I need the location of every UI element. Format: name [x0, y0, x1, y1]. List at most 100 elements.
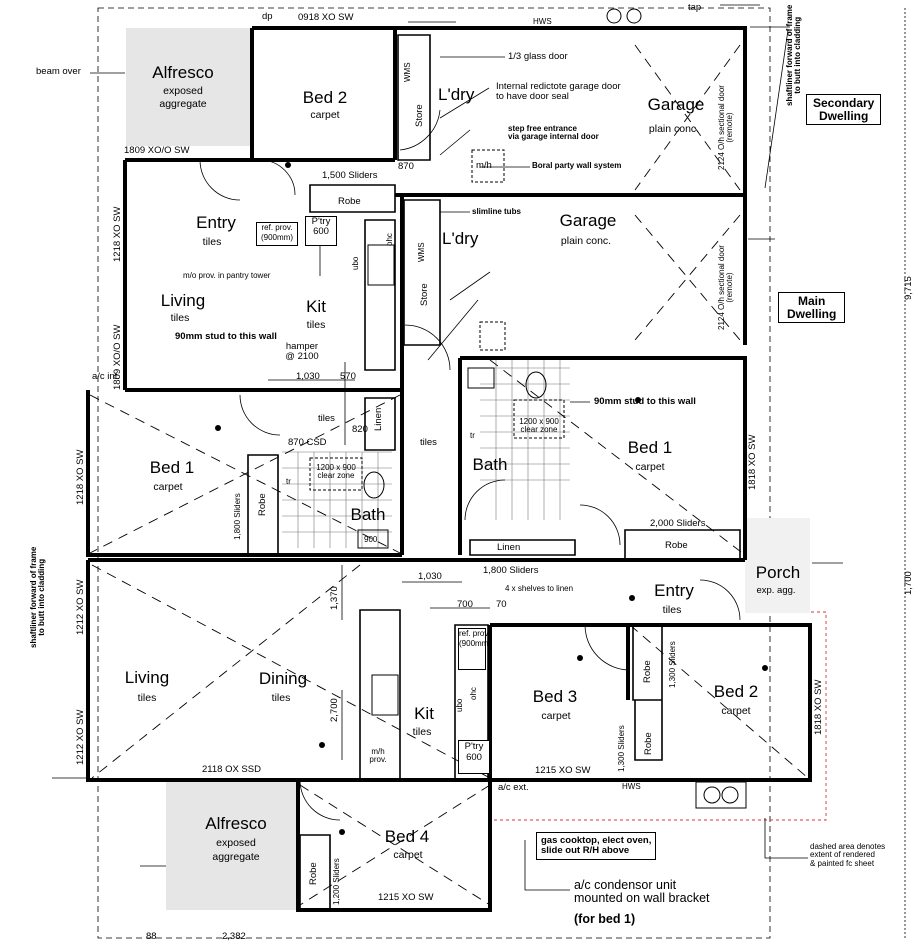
stud-note-b: 90mm stud to this wall: [594, 396, 696, 407]
porch-hatch: [745, 518, 810, 613]
dim-1818b: 1818 XO SW: [813, 679, 824, 735]
main-garage-floor: plain conc.: [560, 235, 612, 247]
secondary-alfresco-hatch: [126, 28, 252, 146]
secondary-bed1-label: Bed 1: [149, 458, 195, 477]
condensor-note: a/c condensor unit mounted on wall brack…: [574, 878, 710, 906]
secondary-ldry-label: L'dry: [438, 85, 475, 104]
dim-70: 70: [496, 599, 507, 610]
hws-icon: [721, 786, 739, 804]
stud-note-a: 90mm stud to this wall: [175, 331, 277, 342]
hamper-note: hamper @ 2100: [285, 341, 319, 362]
light-icon: [319, 742, 325, 748]
door-swing: [584, 624, 631, 671]
secondary-upper-walls: [123, 26, 747, 390]
hws-icon: [606, 8, 622, 24]
secondary-tiles: tiles: [318, 413, 335, 424]
dashed-note: dashed area denotes extent of rendered &…: [810, 842, 886, 868]
leader-line: [439, 87, 490, 119]
main-living-label: Living: [124, 668, 170, 687]
door-swing: [404, 324, 451, 371]
dim-2000: 2,000 Sliders: [650, 518, 706, 529]
main-entry-floor: tiles: [662, 604, 682, 616]
secondary-tr: tr: [286, 477, 291, 486]
secondary-alfresco-label: Alfresco: [152, 63, 214, 82]
main-ohc: ohc: [469, 687, 478, 700]
tubs-icon: [695, 781, 747, 809]
dim-2118: 2118 OX SSD: [202, 764, 261, 775]
secondary-kitchen-bench: [364, 219, 396, 371]
basin-icon: [467, 367, 495, 389]
light-icon: [577, 655, 583, 661]
robe-bed4: [299, 834, 331, 911]
main-robe4: Robe: [643, 732, 654, 755]
dim-9715: 9,715: [903, 276, 914, 300]
main-entry-label: Entry: [654, 581, 694, 600]
secondary-bed1-floor: carpet: [153, 481, 183, 493]
secondary-kit-label: Kit: [306, 297, 326, 316]
main-alfresco-sub1: exposed: [216, 837, 256, 849]
main-bed1-walls: [458, 356, 747, 560]
secondary-kit-floor: tiles: [306, 319, 326, 331]
secondary-robe1: Robe: [257, 493, 268, 516]
door-swing: [199, 159, 241, 201]
living-cross: [91, 564, 491, 779]
dim-1218b: 1218 XO SW: [75, 449, 86, 505]
main-alfresco-sub2: aggregate: [212, 851, 260, 863]
shaftliner-note-a: shaftliner forward of frame to butt into…: [785, 4, 803, 106]
manhole-icon: [471, 149, 505, 183]
dim-870: 870: [398, 161, 414, 172]
light-icon: [635, 397, 641, 403]
dim-1215a: 1215 XO SW: [535, 765, 591, 776]
secondary-alfresco-sub1: exposed: [163, 85, 203, 97]
dim-1212a: 1212 XO SW: [75, 579, 86, 635]
secondary-bath-tiles: [282, 451, 392, 548]
toilet-icon: [525, 371, 547, 399]
dim-2700: 2,700: [329, 698, 340, 722]
secondary-wm: WMS: [403, 62, 412, 82]
main-bed4-label: Bed 4: [384, 827, 430, 846]
shelves-note: 4 x shelves to linen: [505, 584, 574, 593]
secondary-ohc: ohc: [385, 233, 394, 246]
secondary-alfresco-sub2: aggregate: [159, 98, 207, 110]
robe-bed1-secondary: [247, 454, 279, 556]
dim-1200: 1,200 Sliders: [332, 858, 341, 905]
main-alfresco-label: Alfresco: [205, 814, 267, 833]
main-robe: Robe: [665, 540, 688, 551]
dim-1818a: 1818 XO SW: [747, 434, 758, 490]
secondary-refprov: ref. prov. (900mm): [256, 222, 298, 246]
leader-line: [764, 818, 808, 859]
dim-1300a: 1,300 Sliders: [668, 641, 677, 688]
hws-icon: [703, 786, 721, 804]
leader-line: [439, 129, 471, 156]
main-porch-label: Porch: [755, 563, 801, 582]
light-icon: [762, 665, 768, 671]
secondary-bed2-label: Bed 2: [302, 88, 348, 107]
main-dwelling-tag: Main Dwelling: [778, 292, 846, 324]
render-extent: [489, 611, 827, 821]
main-bath-label: Bath: [472, 455, 508, 474]
robe-secondary: [309, 184, 396, 213]
main-living-floor: tiles: [137, 692, 157, 704]
dim-1370: 1,370: [329, 586, 340, 610]
secondary-living-label: Living: [160, 291, 206, 310]
secondary-robe2: Robe: [338, 196, 361, 207]
robe-main: [624, 529, 741, 561]
light-icon: [629, 595, 635, 601]
cooktop-icon: [371, 674, 399, 716]
dim-570: 570: [340, 371, 356, 382]
main-bed1-label: Bed 1: [627, 438, 673, 457]
secondary-entry-floor: tiles: [202, 236, 222, 248]
light-icon: [215, 425, 221, 431]
main-dining-label: Dining: [258, 669, 308, 688]
garage-walls: [395, 193, 747, 345]
main-ubo: ubo: [455, 698, 464, 712]
secondary-bath-label: Bath: [350, 505, 386, 524]
secondary-linen: Linen: [373, 407, 384, 431]
aircon-int-label: a/c int.: [92, 371, 120, 382]
toilet-icon: [363, 471, 385, 499]
bed1-main-cross: [489, 359, 746, 556]
main-clearzone: 1200 x 900 clear zone: [519, 417, 559, 435]
dim-1800a: 1,800 Sliders: [233, 493, 242, 540]
